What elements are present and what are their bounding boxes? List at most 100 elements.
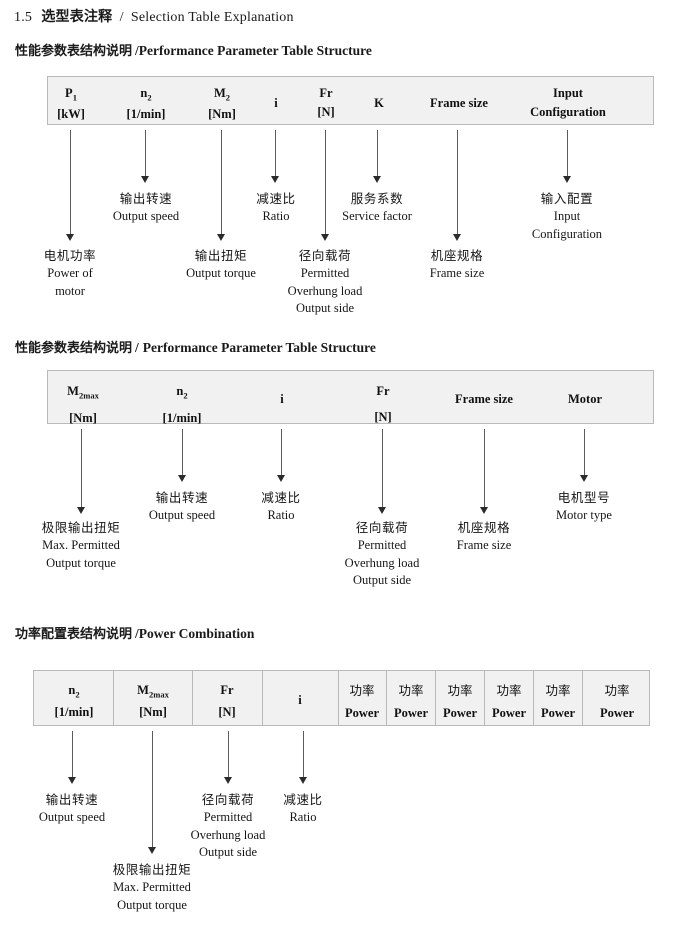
- label-output-speed-3: 输出转速 Output speed: [39, 791, 105, 827]
- table3-col-n2-symbol: n: [68, 683, 76, 697]
- label-output-speed-1: 输出转速 Output speed: [113, 190, 179, 226]
- table3-col-power-6-cn: 功率: [604, 683, 630, 698]
- performance-parameter-table-2: M2max [Nm] n2 [1/min] i Fr [N] Frame siz…: [47, 370, 654, 425]
- page-title: 1.5 选型表注释 / Selection Table Explanation: [14, 6, 294, 26]
- title-separator: /: [119, 10, 124, 25]
- table3-divider-5: [386, 671, 387, 725]
- label-overhung-load-2-en-3: Output side: [353, 573, 411, 588]
- section-1-heading-en: Performance Parameter Table Structure: [138, 43, 372, 58]
- table3-divider-8: [533, 671, 534, 725]
- label-ratio-1-en: Ratio: [262, 208, 290, 223]
- table3-col-power-5: 功率 Power: [541, 680, 575, 725]
- label-frame-size-1: 机座规格 Frame size: [430, 247, 485, 283]
- section-3-heading-cn: 功率配置表结构说明: [15, 627, 133, 642]
- label-frame-size-1-en: Frame size: [429, 265, 485, 280]
- label-service-factor-en: Service factor: [342, 208, 412, 223]
- label-ratio-3: 减速比 Ratio: [283, 791, 322, 827]
- label-output-speed-3-cn: 输出转速: [45, 792, 99, 807]
- label-ratio-3-en: Ratio: [289, 809, 317, 824]
- table2-col-frame-size: Frame size: [455, 390, 513, 409]
- label-max-torque-2-en-1: Max. Permitted: [42, 537, 120, 552]
- table2-col-motor: Motor: [568, 390, 602, 409]
- table3-divider-2: [192, 671, 193, 725]
- table3-col-power-2-cn: 功率: [398, 683, 424, 698]
- section-2-heading-sep: /: [135, 340, 139, 355]
- table3-col-power-2: 功率 Power: [394, 680, 428, 725]
- table1-col-frame-size-symbol: Frame size: [430, 96, 488, 110]
- page-title-en: Selection Table Explanation: [130, 10, 294, 25]
- table3-divider-6: [435, 671, 436, 725]
- label-overhung-load-2: 径向载荷 Permitted Overhung load Output side: [345, 519, 420, 590]
- table3-col-power-6-en: Power: [599, 705, 635, 720]
- section-3-heading-sep: /: [135, 626, 139, 641]
- table1-col-i-symbol: i: [274, 96, 278, 110]
- section-1-heading: 性能参数表结构说明/Performance Parameter Table St…: [15, 40, 372, 59]
- label-output-torque-en: Output torque: [186, 265, 256, 280]
- table3-col-power-5-en: Power: [540, 705, 576, 720]
- table3-col-m2max-subscript: 2max: [148, 689, 169, 700]
- table1-col-p1: P1 [kW]: [57, 84, 85, 124]
- label-ratio-2: 减速比 Ratio: [261, 489, 300, 525]
- label-max-permitted-output-torque-3: 极限输出扭矩 Max. Permitted Output torque: [113, 861, 192, 914]
- label-overhung-load-3-en-3: Output side: [199, 845, 257, 860]
- table3-col-fr: Fr [N]: [218, 680, 235, 724]
- table3-col-power-1-cn: 功率: [349, 683, 375, 698]
- table3-col-n2-unit: [1/min]: [54, 705, 94, 720]
- table1-col-input-configuration: Input Configuration: [530, 84, 606, 123]
- power-combination-table: n2 [1/min] M2max [Nm] Fr [N] i 功率 Power …: [33, 670, 650, 726]
- performance-parameter-table-1: P1 [kW] n2 [1/min] M2 [Nm] i Fr [N] K Fr…: [47, 76, 654, 125]
- table2-col-n2-subscript: 2: [183, 390, 188, 401]
- table2-col-motor-symbol: Motor: [567, 392, 603, 406]
- table3-divider-4: [338, 671, 339, 725]
- table3-col-m2max-unit: [Nm]: [139, 705, 167, 720]
- label-max-torque-3-cn: 极限输出扭矩: [112, 862, 192, 877]
- label-motor-type-cn: 电机型号: [557, 490, 611, 505]
- label-input-configuration-en-1: Input: [553, 208, 581, 223]
- table1-col-k: K: [374, 94, 384, 113]
- table1-col-input-unit: Configuration: [530, 105, 606, 120]
- table3-col-power-1-en: Power: [344, 705, 380, 720]
- section-number: 1.5: [14, 10, 33, 25]
- label-output-speed-2-cn: 输出转速: [155, 490, 209, 505]
- table2-col-n2-symbol: n: [176, 384, 184, 398]
- table2-col-i: i: [280, 390, 283, 409]
- table2-col-frame-size-symbol: Frame size: [455, 392, 513, 406]
- table3-col-power-3: 功率 Power: [443, 680, 477, 725]
- label-ratio-2-en: Ratio: [267, 507, 295, 522]
- label-max-torque-2-cn: 极限输出扭矩: [41, 520, 121, 535]
- section-2-heading-cn: 性能参数表结构说明: [15, 341, 133, 356]
- table2-col-m2max-unit: [Nm]: [69, 411, 97, 426]
- table1-col-frame-size: Frame size: [430, 94, 488, 113]
- table2-col-fr-unit: [N]: [374, 410, 392, 425]
- table1-col-k-symbol: K: [374, 96, 384, 110]
- section-3-heading: 功率配置表结构说明/Power Combination: [15, 623, 254, 642]
- label-overhung-load-3-en-1: Permitted: [203, 809, 253, 824]
- label-overhung-load-2-cn: 径向载荷: [355, 520, 409, 535]
- table2-col-m2max: M2max [Nm]: [67, 378, 99, 432]
- label-output-speed-2: 输出转速 Output speed: [149, 489, 215, 525]
- label-max-torque-3-en-1: Max. Permitted: [113, 879, 191, 894]
- table3-divider-9: [582, 671, 583, 725]
- label-motor-type-en: Motor type: [556, 507, 612, 522]
- table1-col-n2-symbol: n: [140, 86, 148, 100]
- section-2-heading: 性能参数表结构说明/Performance Parameter Table St…: [15, 337, 376, 356]
- table3-col-power-3-cn: 功率: [447, 683, 473, 698]
- label-power-of-motor-en-2: motor: [55, 283, 85, 298]
- table3-col-power-1: 功率 Power: [345, 680, 379, 725]
- label-overhung-load-3: 径向载荷 Permitted Overhung load Output side: [191, 791, 266, 862]
- label-service-factor-cn: 服务系数: [350, 191, 404, 206]
- table1-col-i: i: [274, 94, 277, 113]
- table1-col-p1-unit: [kW]: [57, 106, 85, 121]
- label-motor-type: 电机型号 Motor type: [556, 489, 612, 525]
- table3-col-i-symbol: i: [298, 693, 302, 707]
- label-max-torque-2-en-2: Output torque: [46, 555, 116, 570]
- label-input-configuration: 输入配置 Input Configuration: [532, 190, 602, 243]
- table3-col-power-4-cn: 功率: [496, 683, 522, 698]
- table1-col-p1-symbol: P: [65, 86, 73, 100]
- table3-col-m2max-symbol: M: [137, 683, 149, 697]
- label-overhung-load-2-en-2: Overhung load: [344, 555, 420, 570]
- table1-col-input-symbol: Input: [553, 86, 583, 100]
- label-output-speed-3-en: Output speed: [38, 809, 106, 824]
- label-overhung-load-1: 径向载荷 Permitted Overhung load Output side: [288, 247, 363, 318]
